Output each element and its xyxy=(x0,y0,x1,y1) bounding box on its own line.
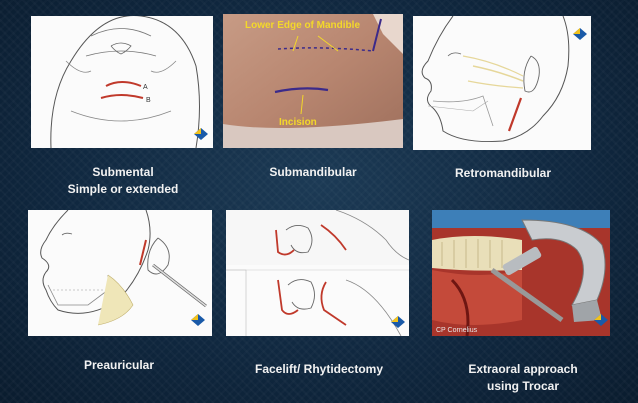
caption-line: Retromandibular xyxy=(454,166,551,180)
caption-preauricular: Preauricular xyxy=(44,357,194,374)
caption-line: Simple or extended xyxy=(67,182,179,196)
caption-line: Extraoral approach xyxy=(468,362,578,376)
facelift-illustration xyxy=(226,210,409,336)
caption-retromandibular: Retromandibular xyxy=(430,165,576,182)
submental-illustration: A B xyxy=(31,16,213,148)
caption-submandibular: Submandibular xyxy=(240,164,386,181)
trocar-photo: CP Cornelius xyxy=(432,210,610,336)
caption-submental: Submental Simple or extended xyxy=(46,164,200,198)
retromandibular-illustration xyxy=(413,16,591,150)
label-a: A xyxy=(143,84,148,91)
incision-label: Incision xyxy=(279,117,317,128)
label-b: B xyxy=(146,97,151,104)
caption-line: Preauricular xyxy=(83,358,155,372)
caption-facelift: Facelift/ Rhytidectomy xyxy=(244,361,394,378)
lower-edge-label: Lower Edge of Mandible xyxy=(245,20,360,31)
caption-line: Facelift/ Rhytidectomy xyxy=(254,362,384,376)
photo-credit: CP Cornelius xyxy=(436,327,478,334)
caption-line: Submental xyxy=(92,165,154,179)
submandibular-photo: Lower Edge of Mandible Incision xyxy=(223,14,403,148)
preauricular-illustration xyxy=(28,210,212,336)
caption-trocar: Extraoral approach using Trocar xyxy=(450,361,596,395)
caption-line: Submandibular xyxy=(269,165,357,179)
caption-line: using Trocar xyxy=(486,379,560,393)
